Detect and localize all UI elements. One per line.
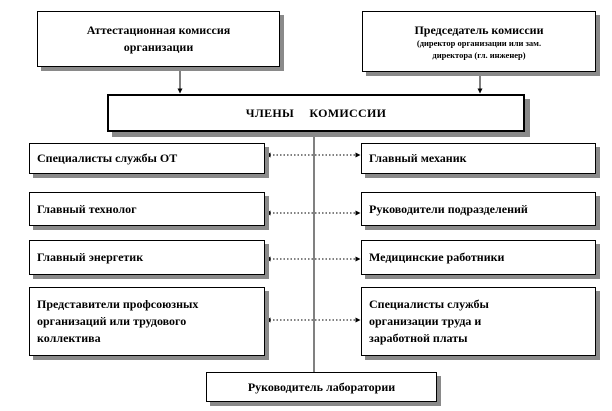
left-box-chief-power-engineer: Главный энергетик <box>29 240 265 275</box>
left-box-ot-specialists: Специалисты службы ОТ <box>29 143 265 174</box>
left-box-union-line3: коллектива <box>37 330 101 345</box>
chairman-note-line2: директора (гл. инженер) <box>432 49 526 60</box>
chairman-box: Председатель комиссии (директор организа… <box>362 11 596 72</box>
right-box-medical-workers: Медицинские работники <box>361 240 596 275</box>
left-box-chief-technologist-text: Главный технолог <box>37 201 137 216</box>
right-box-chief-mechanic: Главный механик <box>361 143 596 174</box>
right-box-labor-organization-specialists: Специалисты службы организации труда и з… <box>361 287 596 356</box>
left-box-union-line1: Представители профсоюзных <box>37 297 199 312</box>
lab-head-text: Руководитель лаборатории <box>247 379 396 394</box>
left-box-chief-power-engineer-text: Главный энергетик <box>37 250 144 265</box>
left-box-ot-specialists-text: Специалисты службы ОТ <box>37 151 178 166</box>
right-box-department-heads: Руководители подразделений <box>361 192 596 226</box>
right-box-medical-workers-text: Медицинские работники <box>369 250 505 265</box>
right-box-department-heads-text: Руководители подразделений <box>369 201 528 216</box>
chairman-note-line1: (директор организации или зам. <box>416 38 542 49</box>
left-box-chief-technologist: Главный технолог <box>29 192 265 226</box>
left-box-union-representatives: Представители профсоюзных организаций ил… <box>29 287 265 356</box>
lab-head-box: Руководитель лаборатории <box>206 372 437 402</box>
right-box-labor-line1: Специалисты службы <box>369 297 489 312</box>
attestation-commission-line1: Аттестационная комиссия <box>86 23 231 38</box>
commission-members-box: ЧЛЕНЫ КОМИССИИ <box>107 94 525 132</box>
right-box-labor-line3: заработной платы <box>369 330 468 345</box>
chairman-title: Председатель комиссии <box>414 22 544 37</box>
commission-members-label: ЧЛЕНЫ КОМИССИИ <box>245 105 387 120</box>
attestation-commission-line2: организации <box>123 40 194 54</box>
attestation-commission-box: Аттестационная комиссия организации <box>37 11 280 67</box>
left-box-union-line2: организаций или трудового <box>37 314 187 329</box>
right-box-labor-line2: организации труда и <box>369 314 482 329</box>
right-box-chief-mechanic-text: Главный механик <box>369 151 467 166</box>
